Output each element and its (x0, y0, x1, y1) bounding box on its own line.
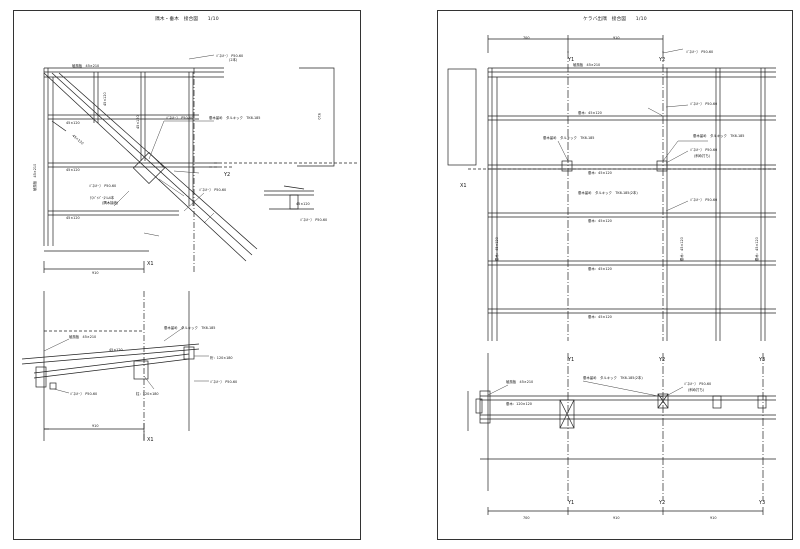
plan-rafter-label-2: 45×120 (66, 168, 80, 172)
section-rafter-label: 垂木：120×120 (506, 401, 532, 406)
plan-screw-label-2: 垂木留め タルキック TK6-185(2本) (578, 190, 638, 195)
plan-rafter-label-1: 垂木：45×120 (578, 110, 602, 115)
section-dim-1: 700 (523, 516, 529, 520)
plan-rafter-label-1: 45×120 (66, 121, 80, 125)
section-screw-label: 垂木留め タルキック TK6-185 (164, 325, 215, 330)
plan-rafter-label-2: 垂木：45×120 (588, 170, 612, 175)
plan-vert-label-1: 垂木：45×120 (494, 237, 499, 261)
section-grid-y2-bottom: Y2 (658, 500, 665, 506)
dim-top-2: 910 (613, 36, 619, 40)
section-grid-y3: Y3 (758, 357, 765, 363)
plan-rafter-diag-label: 45×120 (71, 134, 84, 146)
section-ridge-label: 桁：120×180 (210, 355, 233, 360)
plan-connector-note: (斜め打ち) (694, 153, 711, 158)
plan-grid-x1: X1 (147, 261, 154, 267)
section-grid-x1: X1 (147, 437, 154, 443)
section-connector-note: (斜め打ち) (688, 387, 705, 392)
section-dim-2: 910 (613, 516, 619, 520)
right-sheet-drawing: 700 910 Y1 Y2 X1 破風板 45×210 垂木：45×120 垂木… (447, 35, 776, 520)
grid-y1: Y1 (567, 57, 574, 63)
plan-sleeve-label: ﾀﾌﾊﾟｲﾊﾟｰｽﾘﾑ4本 (90, 195, 115, 200)
plan-rafter-label-5: 垂木：45×120 (588, 314, 612, 319)
plan-detail-note: 45×120 (296, 202, 310, 206)
section-rafter-label: 45×120 (109, 348, 123, 352)
plan-dim-right: 910 (317, 113, 321, 119)
plan-rafter-label-4: 45×120 (103, 92, 107, 106)
plan-screw-label-3: 垂木留め タルキック TK6-185 (693, 133, 744, 138)
plan-connector-1: ﾊﾟﾈﾙﾘｰﾌ P50-60 (686, 49, 713, 54)
left-sheet-drawing: 破風板 45×210 45×120 45×120 45×120 破風板 45×2… (21, 53, 359, 443)
section-post-label: 柱：120×180 (136, 391, 159, 396)
plan-screw-label: 垂木留め タルキック TK6-185 (209, 115, 260, 120)
plan-sleeve-note: (隅木接続) (102, 200, 119, 205)
plan-connector-1: ﾊﾟﾈﾙﾘｰﾌ P50-60 (216, 53, 243, 58)
section-screw-label: 垂木留め タルキック TK6-185(2本) (583, 375, 643, 380)
section-connector-2: ﾊﾟﾈﾙﾘｰﾌ P50-60 (70, 391, 97, 396)
section-dim-3: 910 (710, 516, 716, 520)
plan-rafter-label-3: 垂木：45×120 (588, 218, 612, 223)
plan-beam-label: 破風板 45×210 (72, 63, 99, 68)
section-beam-label: 破風板 45×210 (69, 334, 96, 339)
section-connector-1: ﾊﾟﾈﾙﾘｰﾌ P50-60 (210, 379, 237, 384)
sheet-title: 隅木・垂木 接合図 1/10 (155, 17, 219, 22)
plan-vert-label-3: 垂木：45×120 (754, 237, 759, 261)
plan-vert-label-2: 垂木：45×120 (679, 237, 684, 261)
plan-connector-3: ﾊﾟﾈﾙﾘｰﾌ P50-60 (89, 183, 116, 188)
section-beam-label: 破風板 45×210 (506, 379, 533, 384)
plan-hip-label: 45×120 (136, 115, 140, 129)
grid-x1: X1 (460, 183, 467, 189)
dim-top-1: 700 (523, 36, 529, 40)
plan-connector-4: ﾊﾟﾈﾙﾘｰﾌ P50-60 (199, 187, 226, 192)
plan-grid-y2: Y2 (223, 172, 230, 178)
plan-gutter-label: 破風板 45×210 (32, 164, 37, 191)
plan-connector-3: ﾊﾟﾈﾙﾘｰﾌ P50-60 (690, 147, 717, 152)
section-dim-bottom: 910 (92, 424, 98, 428)
section-grid-y1: Y1 (567, 357, 574, 363)
plan-connector-4: ﾊﾟﾈﾙﾘｰﾌ P50-60 (690, 197, 717, 202)
grid-y2: Y2 (658, 57, 665, 63)
plan-dim-bottom: 910 (92, 271, 98, 275)
plan-connector-2: ﾊﾟﾈﾙﾘｰﾌ P50-60 (166, 115, 193, 120)
plan-beam-label: 破風板 45×210 (573, 62, 600, 67)
section-grid-y1-bottom: Y1 (567, 500, 574, 506)
section-connector-label: ﾊﾟﾈﾙﾘｰﾌ P50-60 (684, 381, 711, 386)
plan-connector-2: ﾊﾟﾈﾙﾘｰﾌ P50-60 (690, 101, 717, 106)
drawing-sheet-left: 隅木・垂木 接合図 1/10 (13, 10, 361, 540)
plan-screw-label-1: 垂木留め タルキック TK6-185 (543, 135, 594, 140)
plan-detail-label: ﾊﾟﾈﾙﾘｰﾌ P50-60 (300, 217, 327, 222)
sheet-title: ケラバ出隅 接合図 1/10 (583, 17, 647, 22)
section-grid-y2: Y2 (658, 357, 665, 363)
plan-rafter-label-3: 45×120 (66, 216, 80, 220)
drawing-sheet-right: ケラバ出隅 接合図 1/10 (437, 10, 793, 540)
section-grid-y3-bottom: Y3 (758, 500, 765, 506)
plan-connector-note: (2本) (229, 57, 238, 62)
plan-rafter-label-4: 垂木：45×120 (588, 266, 612, 271)
